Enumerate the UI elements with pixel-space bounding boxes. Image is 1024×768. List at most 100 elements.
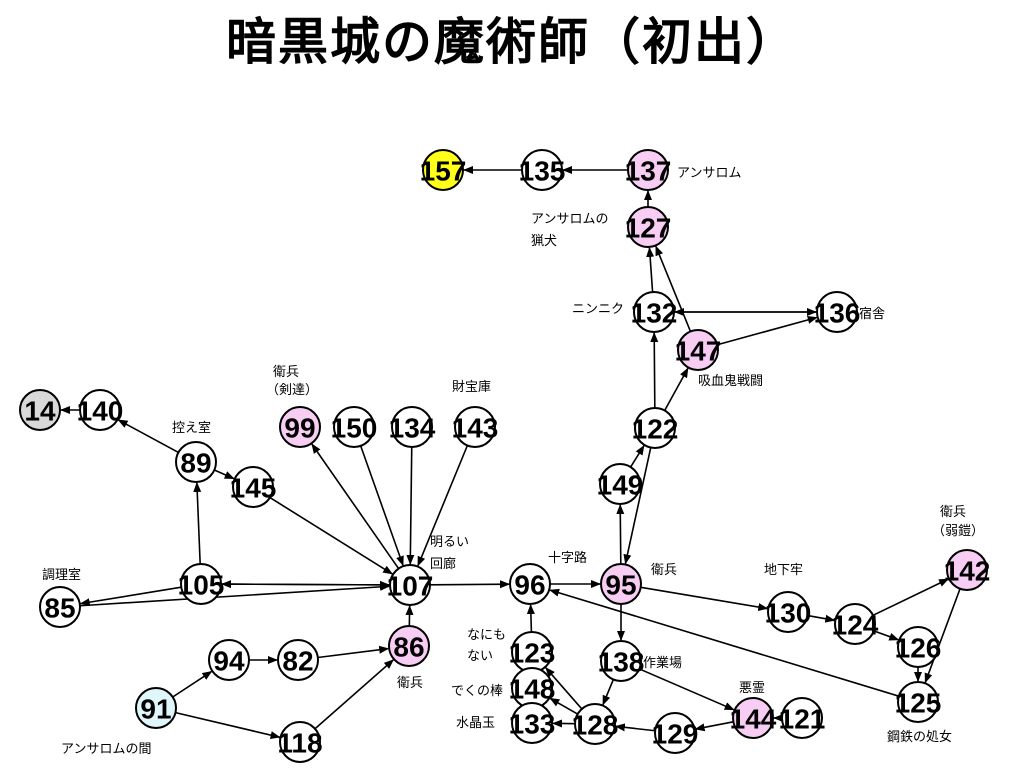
- node-133: 133: [509, 702, 556, 744]
- node-label-135: 135: [519, 156, 566, 187]
- node-label-148: 148: [509, 674, 556, 705]
- node-147: 147: [675, 329, 722, 371]
- node-label-96: 96: [514, 570, 545, 601]
- node-label-140: 140: [77, 396, 124, 427]
- node-150: 150: [331, 406, 377, 448]
- node-label-136: 136: [814, 298, 861, 329]
- node-144: 144: [730, 697, 777, 739]
- label-dungeon: 地下牢: [764, 563, 803, 578]
- node-86: 86: [388, 625, 430, 667]
- node-136: 136: [814, 291, 861, 333]
- node-circle-140: [79, 389, 121, 431]
- node-132: 132: [631, 291, 677, 333]
- edge-142-to-125: [924, 588, 961, 684]
- node-143: 143: [452, 406, 499, 448]
- node-91: 91: [135, 687, 177, 729]
- edge-95-to-130: [640, 586, 769, 611]
- node-99: 99: [279, 406, 321, 448]
- edge-105-to-107: [220, 580, 391, 589]
- edge-134-to-107: [406, 446, 415, 566]
- edge-89-to-145: [213, 469, 235, 480]
- node-85: 85: [39, 586, 81, 628]
- node-circle-96: [509, 563, 551, 605]
- node-circle-121: [781, 697, 823, 739]
- node-label-118: 118: [277, 728, 322, 759]
- edge-129-to-128: [614, 723, 656, 732]
- node-circle-145: [232, 466, 274, 508]
- edge-144-to-129: [694, 720, 734, 732]
- node-circle-128: [574, 703, 616, 745]
- node-circle-143: [454, 406, 496, 448]
- node-label-133: 133: [509, 709, 556, 740]
- edge-118-to-86: [314, 659, 394, 730]
- edge-138-to-144: [639, 668, 735, 711]
- node-label-124: 124: [832, 610, 879, 641]
- node-label-122: 122: [632, 414, 679, 445]
- node-label-147: 147: [675, 336, 722, 367]
- node-label-89: 89: [180, 448, 211, 479]
- node-label-143: 143: [452, 413, 499, 444]
- label-crossroad: 十字路: [548, 550, 587, 566]
- label-guard86: 衛兵: [397, 676, 423, 691]
- label-kitchen: 調理室: [42, 567, 81, 583]
- node-circle-138: [600, 640, 642, 682]
- node-circle-89: [175, 441, 217, 483]
- node-label-137: 137: [625, 156, 672, 187]
- label-anteroom: 控え室: [172, 420, 211, 436]
- label-nothing-1: なにも: [467, 628, 506, 643]
- node-157: 157: [420, 149, 467, 191]
- node-label-144: 144: [730, 704, 777, 735]
- label-bright-corridor-2: 回廊: [430, 556, 456, 572]
- label-guard-weak-2: （弱鎧）: [932, 523, 984, 539]
- node-122: 122: [632, 407, 679, 449]
- label-guard-weak-1: 衛兵: [940, 505, 966, 520]
- node-138: 138: [598, 640, 645, 682]
- node-circle-137: [627, 149, 669, 191]
- edge-132-to-127: [646, 246, 655, 293]
- node-circle-82: [277, 639, 319, 681]
- node-14: 14: [19, 389, 61, 431]
- node-circle-135: [521, 149, 563, 191]
- node-circle-14: [19, 389, 61, 431]
- edge-143-to-107: [417, 445, 469, 567]
- node-121: 121: [779, 697, 825, 739]
- node-124: 124: [832, 603, 879, 645]
- node-label-123: 123: [509, 638, 556, 669]
- page-title: 暗黒城の魔術師（初出）: [226, 13, 798, 71]
- node-145: 145: [230, 466, 276, 508]
- node-label-128: 128: [572, 710, 619, 741]
- node-135: 135: [519, 149, 566, 191]
- node-circle-99: [279, 406, 321, 448]
- node-circle-127: [627, 206, 669, 248]
- edge-124-to-126: [873, 630, 900, 641]
- edge-122-to-147: [663, 367, 689, 411]
- edge-147-to-136: [717, 316, 818, 346]
- edge-145-to-107: [269, 496, 394, 575]
- node-label-94: 94: [213, 646, 245, 677]
- node-label-82: 82: [282, 646, 313, 677]
- node-circle-133: [511, 702, 553, 744]
- label-iron-maiden: 鋼鉄の処女: [887, 729, 952, 745]
- edge-95-to-149: [616, 503, 625, 565]
- node-95: 95: [600, 563, 642, 605]
- node-134: 134: [389, 406, 436, 448]
- edge-82-to-86: [317, 645, 390, 659]
- node-circle-85: [39, 586, 81, 628]
- node-127: 127: [625, 206, 671, 248]
- node-label-157: 157: [420, 156, 467, 187]
- node-circle-142: [946, 549, 988, 591]
- node-label-138: 138: [598, 647, 645, 678]
- node-123: 123: [509, 631, 556, 673]
- node-circle-149: [599, 463, 641, 505]
- label-guard95: 衛兵: [651, 563, 677, 578]
- edge-128-to-123: [545, 667, 583, 710]
- node-label-107: 107: [387, 571, 434, 602]
- edge-91-to-94: [172, 670, 213, 698]
- edge-130-to-124: [807, 614, 836, 623]
- node-label-105: 105: [178, 570, 225, 601]
- node-label-126: 126: [895, 633, 942, 664]
- node-107: 107: [387, 564, 434, 606]
- node-circle-107: [389, 564, 431, 606]
